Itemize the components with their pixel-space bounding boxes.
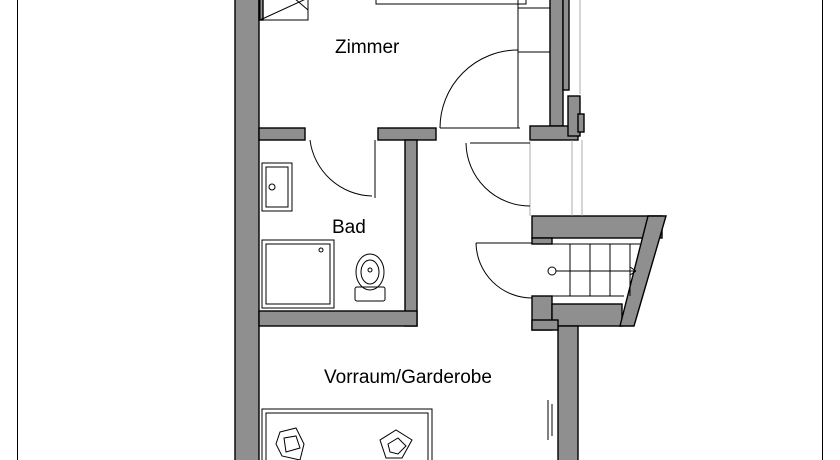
wall-stair-slanted <box>619 215 667 327</box>
wall-marks <box>547 400 553 440</box>
wall-column-cap <box>577 113 585 133</box>
wall-zimmer-right <box>549 0 564 127</box>
doors <box>309 48 533 299</box>
bed-icon <box>261 408 433 460</box>
room-label-zimmer: Zimmer <box>335 37 400 58</box>
wall-stair-left-top <box>531 237 553 245</box>
wall-bad-right <box>404 139 418 327</box>
toilet-icon <box>354 253 386 302</box>
window-lines <box>529 0 583 216</box>
wall-stair-bottom <box>551 303 623 327</box>
wall-bad-bottom <box>258 310 418 327</box>
wall-vorraum-right-top <box>531 319 559 331</box>
zimmer-furniture <box>259 0 551 53</box>
wall-zimmer-bad-2 <box>377 127 437 141</box>
wall-stair-top <box>531 215 663 239</box>
room-label-vorraum: Vorraum/Garderobe <box>324 367 492 388</box>
frame-border <box>17 0 823 460</box>
shower-tray-icon <box>261 239 335 309</box>
wall-vorraum-right <box>557 325 579 460</box>
walls <box>234 0 667 460</box>
sink-icon <box>261 162 293 212</box>
stair-icon <box>547 243 640 297</box>
room-label-bad: Bad <box>332 217 366 238</box>
wall-zimmer-right-outer <box>562 0 570 91</box>
wall-left-exterior <box>234 0 260 460</box>
wall-zimmer-bad-1 <box>258 127 306 141</box>
